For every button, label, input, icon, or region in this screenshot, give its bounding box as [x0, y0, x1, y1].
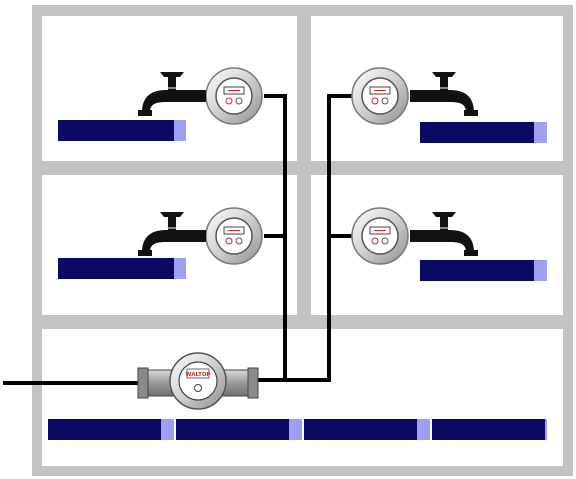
main-meter-brand-label: WALTOP	[185, 372, 210, 378]
bar-ground-2	[176, 419, 302, 440]
bar-middle-left	[58, 258, 186, 279]
unit-water-meter-middle-left	[205, 207, 263, 265]
water-tap-icon-middle-left	[138, 212, 206, 256]
room-middle-right	[311, 175, 563, 315]
bar-ground-4	[432, 419, 547, 440]
water-tap-icon-top-right	[410, 72, 478, 116]
unit-water-meter-top-left	[205, 67, 263, 125]
bar-ground-1	[48, 419, 174, 440]
water-tap-icon-middle-right	[410, 212, 478, 256]
main-water-meter: WALTOP	[137, 352, 259, 410]
unit-water-meter-middle-right	[351, 207, 409, 265]
room-ground-floor	[42, 329, 563, 466]
unit-water-meter-top-right	[351, 67, 409, 125]
bar-ground-3	[304, 419, 430, 440]
water-tap-icon-top-left	[138, 72, 206, 116]
bar-middle-right	[420, 260, 547, 281]
bar-top-left	[58, 120, 186, 141]
bar-top-right	[420, 122, 547, 143]
pipe-network	[3, 94, 354, 385]
